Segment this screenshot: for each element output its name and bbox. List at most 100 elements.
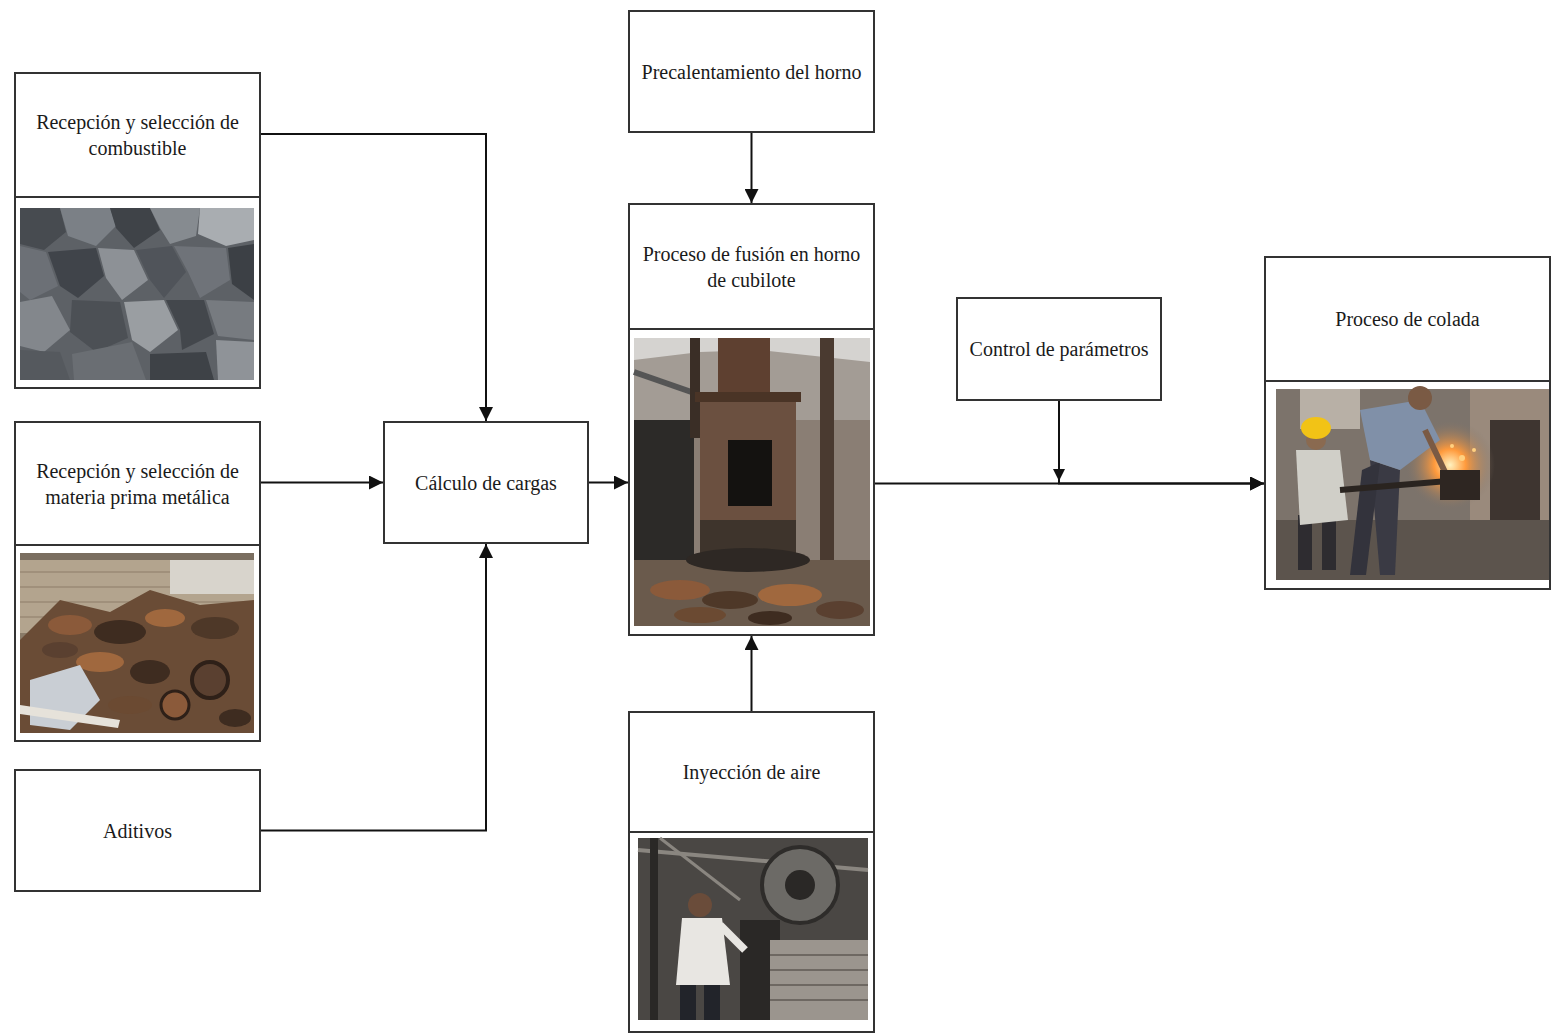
pouring-photo-part — [1276, 389, 1551, 580]
scrap-photo-part — [76, 652, 124, 672]
process-box: Cálculo de cargas — [383, 421, 589, 544]
furnace-photo-part — [748, 611, 792, 625]
scrap-photo-part — [20, 571, 170, 573]
furnace-photo-part — [758, 584, 822, 606]
pouring-photo-part — [1440, 470, 1480, 500]
pouring-photo-part — [1459, 455, 1465, 461]
flow-arrow — [261, 134, 486, 421]
box-label: Precalentamiento del horno — [642, 59, 862, 85]
furnace-photo-part — [820, 338, 834, 560]
blower-photo-part — [704, 985, 720, 1020]
blower-photo-part — [785, 870, 815, 900]
blower-photo-part — [762, 847, 838, 923]
blower-photo-part — [770, 940, 868, 1020]
box-label: Proceso de colada — [1335, 306, 1479, 332]
pouring-photo-part — [1301, 417, 1331, 439]
box-label: Recepción y selección de combustible — [26, 109, 249, 161]
scrap-photo-part — [130, 660, 170, 684]
box-label: Control de parámetros — [970, 336, 1149, 362]
pouring-photo-part — [1450, 444, 1454, 448]
input-box: Recepción y selección de combustible — [14, 72, 261, 389]
blower-photo-part — [688, 893, 712, 917]
box-label: Recepción y selección de materia prima m… — [26, 458, 249, 510]
blower-photo-part — [660, 838, 740, 900]
scrap-photo-part — [20, 553, 254, 560]
coal-photo-part — [174, 246, 230, 298]
scrap-photo-part — [42, 642, 78, 658]
coal-photo-part — [198, 208, 254, 246]
furnace-photo-part — [718, 338, 770, 398]
box-header: Proceso de fusión en horno de cubilote — [630, 205, 873, 330]
blower-photo-part — [650, 838, 658, 1020]
process-box: Inyección de aire — [628, 711, 875, 1033]
coal-photo-part — [72, 342, 146, 380]
pouring-photo-part — [1276, 520, 1551, 580]
furnace-photo-part — [695, 392, 801, 402]
coal-photo-part — [150, 352, 214, 380]
scrap-photo-part — [170, 560, 254, 594]
furnace-photo-part — [816, 601, 864, 619]
furnace-photo — [634, 338, 870, 626]
blower-photo-part — [770, 999, 868, 1001]
furnace-photo-part — [674, 607, 726, 623]
scrap-photo-part — [219, 709, 251, 727]
input-box: Recepción y selección de materia prima m… — [14, 421, 261, 742]
coal-photo-part — [20, 296, 70, 352]
scrap-photo-part — [161, 691, 189, 719]
blower-photo-part — [770, 954, 868, 956]
furnace-photo-part — [686, 548, 810, 572]
coal-photo-part — [216, 340, 254, 380]
blower-photo — [638, 838, 868, 1020]
scrap-photo-part — [20, 705, 120, 728]
pouring-photo-part — [1408, 386, 1432, 410]
coal-photo-part — [70, 300, 128, 352]
furnace-photo-part — [634, 338, 870, 626]
furnace-photo-part — [702, 591, 758, 609]
coal-photo-part — [20, 208, 254, 380]
flow-arrow — [589, 482, 628, 484]
scrap-photo-part — [191, 617, 239, 639]
blower-photo-part — [770, 984, 868, 986]
coal-photo-part — [60, 208, 116, 246]
box-header: Aditivos — [16, 771, 259, 890]
coal-photo-part — [206, 300, 254, 340]
scrap-photo-part — [48, 615, 92, 635]
pouring-photo-part — [1490, 420, 1540, 520]
box-header: Proceso de colada — [1266, 258, 1549, 382]
input-box: Aditivos — [14, 769, 261, 892]
output-box: Proceso de colada — [1264, 256, 1551, 590]
box-header: Control de parámetros — [958, 299, 1160, 399]
furnace-photo-part — [728, 440, 772, 506]
scrap-photo-part — [145, 609, 185, 627]
coal-photo-part — [20, 208, 66, 250]
scrap-photo-part — [20, 590, 254, 733]
coal-photo-part — [48, 248, 104, 298]
blower-photo-part — [680, 985, 696, 1020]
flow-arrow — [261, 482, 383, 484]
pouring-photo-part — [1322, 515, 1336, 570]
box-header: Precalentamiento del horno — [630, 12, 873, 131]
blower-photo-part — [638, 838, 868, 1020]
blower-photo-part — [720, 925, 745, 950]
scrap-photo-part — [192, 662, 228, 698]
control-box: Control de parámetros — [956, 297, 1162, 401]
furnace-photo-part — [690, 338, 700, 438]
pouring-photo-part — [1425, 430, 1445, 472]
box-label: Inyección de aire — [683, 759, 821, 785]
coal-photo-part — [20, 350, 70, 380]
box-label: Proceso de fusión en horno de cubilote — [640, 241, 863, 293]
scrap-photo-part — [20, 586, 170, 588]
coal-photo-part — [110, 208, 160, 248]
pouring-photo-part — [1472, 448, 1476, 452]
pouring-photo — [1276, 386, 1551, 580]
flow-arrow — [261, 544, 486, 831]
flow-arrow — [751, 636, 753, 711]
pouring-photo-part — [1350, 462, 1380, 575]
coal-photo-part — [228, 244, 254, 300]
scrap-photo-part — [108, 696, 152, 714]
flow-arrow — [1059, 401, 1264, 484]
coal-photo — [20, 208, 254, 380]
coal-photo-part — [150, 208, 200, 244]
